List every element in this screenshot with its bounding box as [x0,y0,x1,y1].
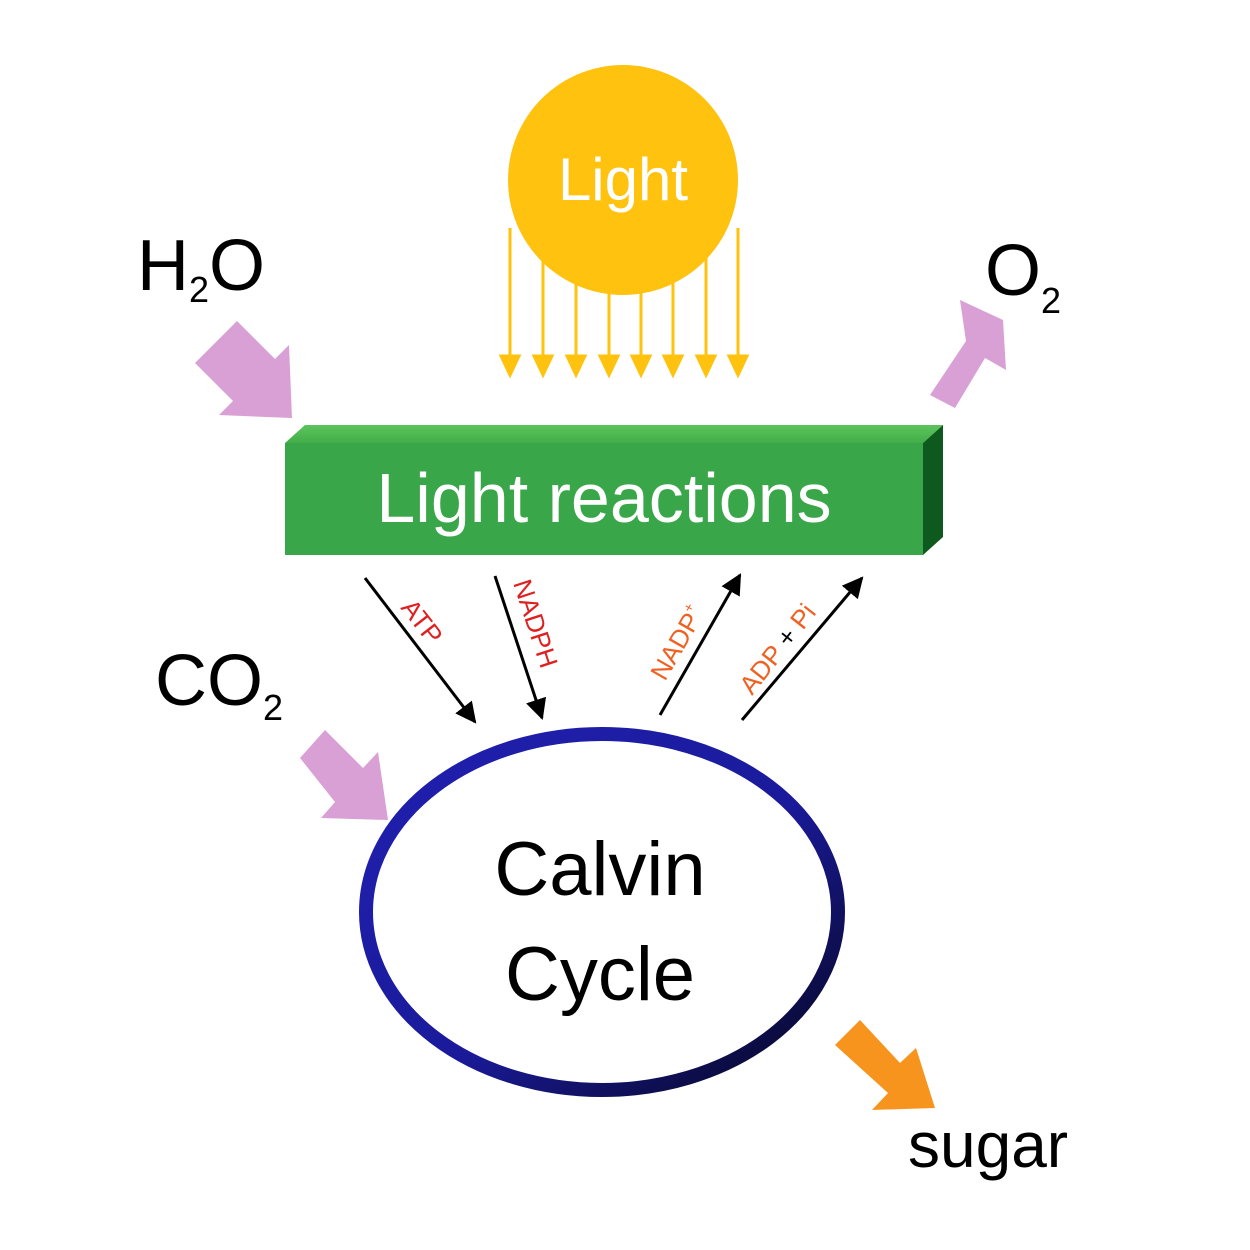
sun-label: Light [558,146,688,213]
carbon-dioxide-subscript: 2 [263,687,283,728]
adp-pi-label: ADP + Pi [733,598,822,700]
oxygen-output-arrow [930,300,1006,408]
light-reactions-box-front [285,443,923,555]
light-reactions-label: Light reactions [376,459,831,537]
oxygen-label: O2 [985,231,1061,321]
calvin-cycle-ring [359,727,845,1097]
atp-label: ATP [395,593,449,650]
oxygen-base: O [985,231,1041,311]
sun-group: Light [498,65,750,379]
water-tail: O [209,226,265,306]
calvin-cycle-line1: Calvin [494,827,705,912]
sugar-output-arrow [835,1020,935,1110]
calvin-cycle: Calvin Cycle [359,727,845,1097]
adp-pi-arrow [740,576,864,721]
carbon-dioxide-input-arrow [300,730,388,820]
water-input-arrow [195,321,292,418]
light-rays [498,228,750,379]
light-reactions-box-side [923,425,943,555]
oxygen-subscript: 2 [1041,280,1061,321]
calvin-cycle-line2: Cycle [505,932,695,1017]
water-base: H [137,226,189,306]
water-label: H2O [137,226,265,310]
carbon-dioxide-label: CO2 [155,641,283,728]
sugar-label: sugar [908,1109,1068,1181]
water-subscript: 2 [189,269,209,310]
nadph-label: NADPH [507,576,564,672]
nadph-arrow [493,575,547,720]
nadp-arrow [658,573,742,716]
exchange-arrows [363,573,864,724]
sun-circle [508,65,738,295]
carbon-dioxide-base: CO [155,641,263,721]
atp-arrow [363,577,477,724]
light-reactions-box: Light reactions [285,425,943,555]
nadp-base: NADP [644,607,706,685]
light-reactions-box-top [285,425,943,443]
